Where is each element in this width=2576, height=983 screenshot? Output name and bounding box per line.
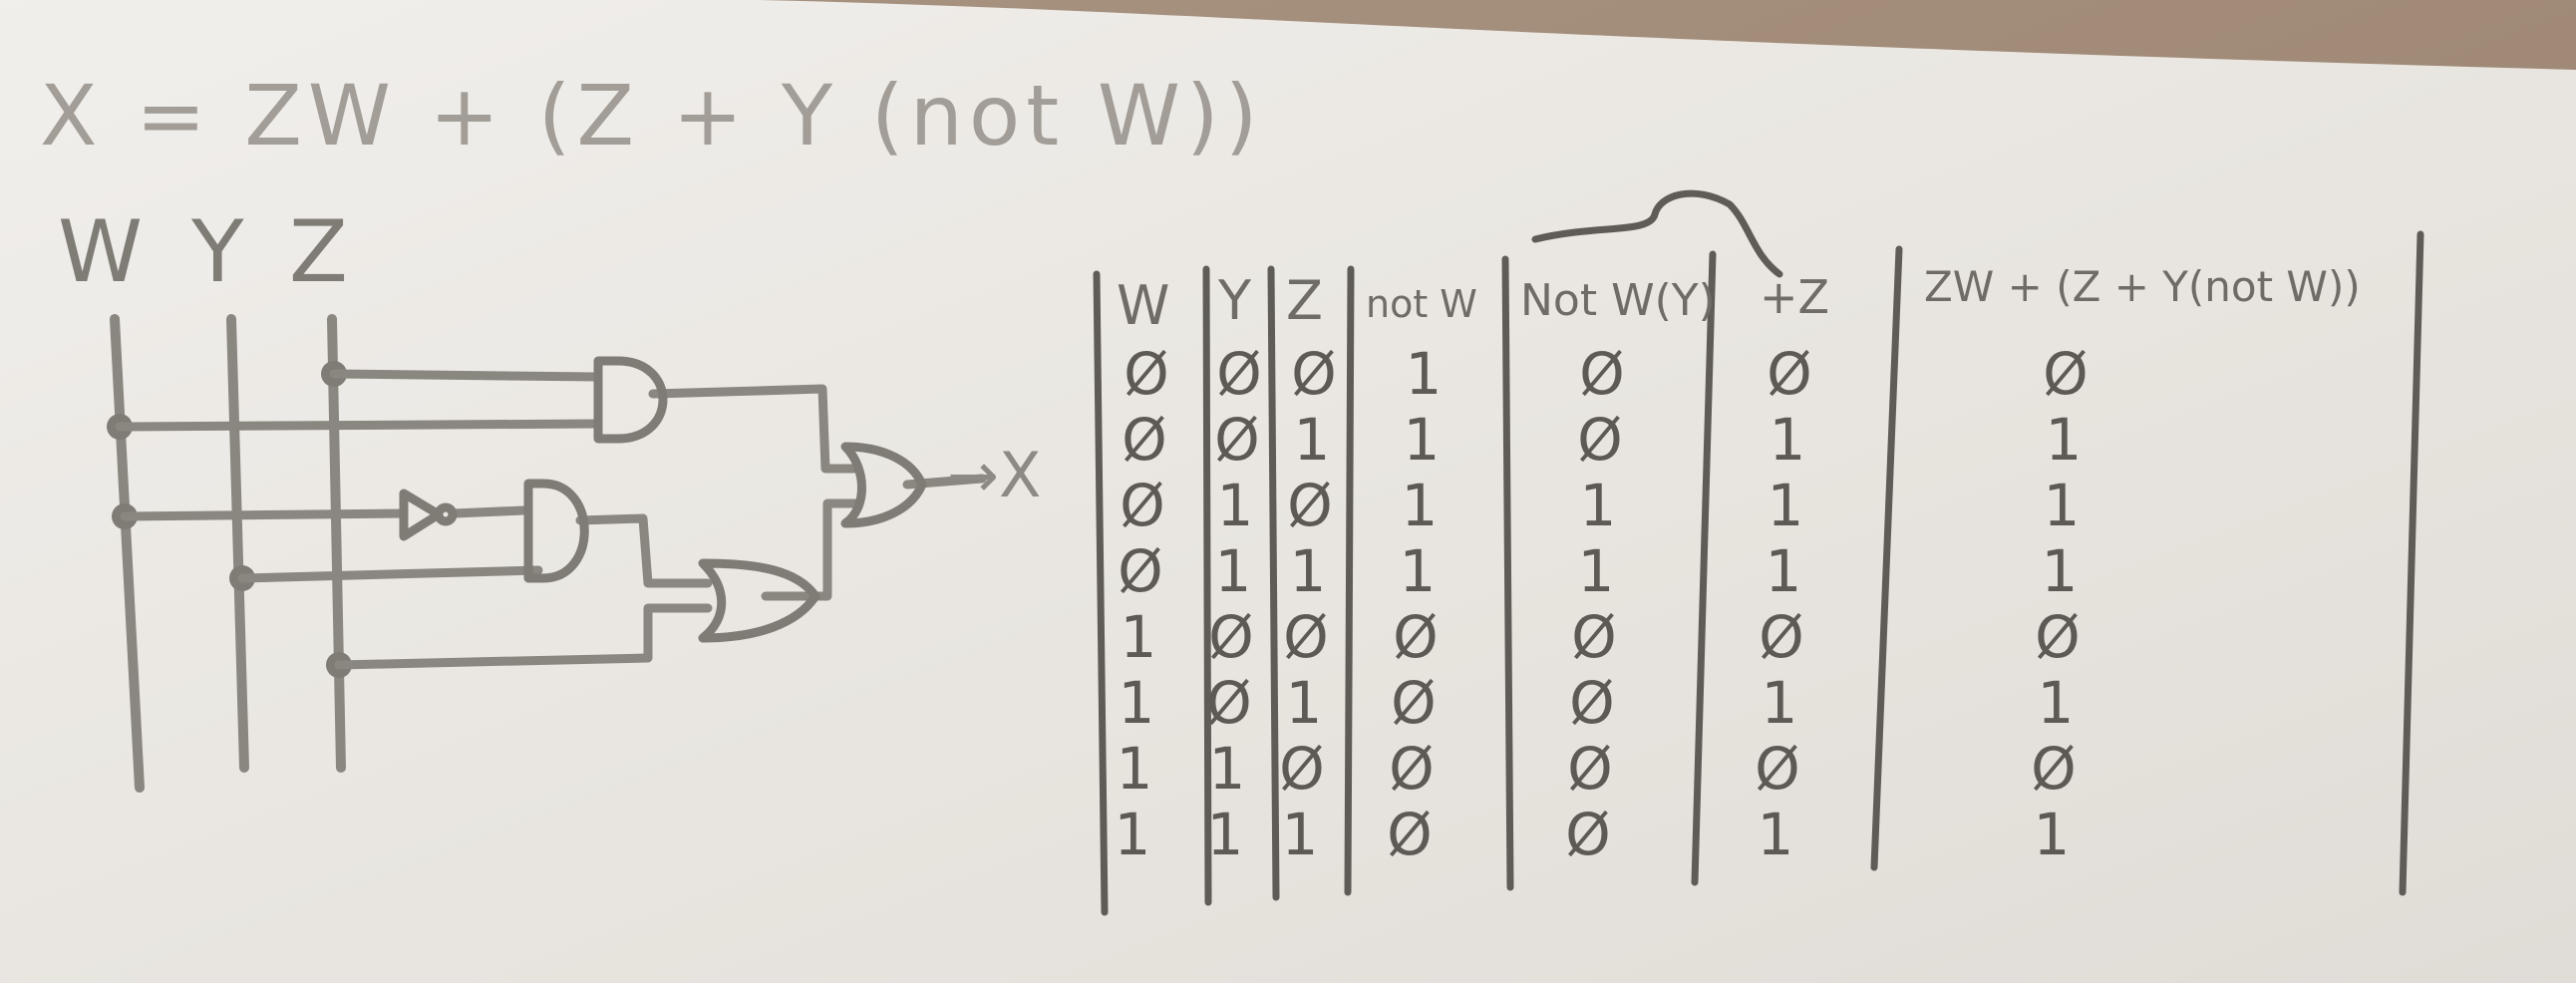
table-cell: 1 (1406, 340, 1443, 408)
table-cell: 1 (1404, 406, 1441, 474)
table-cell: Ø (1567, 735, 1613, 803)
table-cell: Ø (1389, 735, 1435, 803)
table-cell: Ø (1569, 669, 1615, 737)
table-cell: Ø (1387, 801, 1433, 868)
table-cell: 1 (1768, 472, 1804, 539)
table-cell: Ø (1279, 735, 1325, 803)
table-cell: Ø (1565, 801, 1611, 868)
table-cell: 1 (1762, 669, 1798, 737)
equation-text: X = ZW + (Z + Y (not W)) (40, 67, 1263, 164)
table-cell: Ø (1122, 406, 1167, 474)
table-cell: 1 (1215, 537, 1252, 605)
header-y: Y (1217, 269, 1252, 332)
table-cell: Ø (1393, 603, 1439, 671)
table-cell: Ø (1206, 669, 1252, 737)
table-cell: 1 (1217, 472, 1254, 539)
table-cell: 1 (1770, 406, 1806, 474)
table-cell: 1 (1294, 406, 1331, 474)
table-cell: 1 (1580, 472, 1617, 539)
or-gate-output (840, 442, 927, 528)
header-not-w: not W (1366, 282, 1477, 326)
table-cell: 1 (1207, 801, 1244, 868)
table-cell: 1 (1400, 537, 1437, 605)
table-cell: 1 (2044, 472, 2081, 539)
header-result: ZW + (Z + Y(not W)) (1924, 262, 2361, 311)
table-cell: Ø (1283, 603, 1329, 671)
table-cell: 1 (1758, 801, 1794, 868)
table-cell: Ø (1755, 735, 1800, 803)
table-cell: 1 (1119, 669, 1155, 737)
table-cell: 1 (2042, 537, 2079, 605)
table-cell: 1 (1282, 801, 1319, 868)
table-cell: Ø (1571, 603, 1617, 671)
output-x-label: →X (947, 439, 1041, 511)
table-cell: Ø (2035, 603, 2081, 671)
table-cell: 1 (1209, 735, 1246, 803)
not-gate-w (399, 489, 458, 541)
table-cell: Ø (1577, 406, 1623, 474)
table-headers: W Y Z not W Not W(Y) +Z ZW + (Z + Y(not … (1117, 262, 2361, 337)
table-cell: Ø (1759, 603, 1804, 671)
table-cell: 1 (2046, 406, 2083, 474)
table-cell: 1 (2038, 669, 2075, 737)
table-cell: Ø (2031, 735, 2077, 803)
table-rules (1093, 189, 2424, 916)
input-label-z: Z (289, 202, 352, 302)
table-cell: Ø (1120, 472, 1165, 539)
header-plus-z: +Z (1760, 270, 1829, 324)
table-cell: 1 (1121, 603, 1157, 671)
table-cell: Ø (1118, 537, 1163, 605)
table-cell: 1 (1286, 669, 1323, 737)
table-cell: 1 (1290, 537, 1327, 605)
table-cell: Ø (1291, 340, 1337, 408)
table-cell: 1 (1117, 735, 1153, 803)
and-gate-zw (593, 356, 668, 444)
input-label-w: W (58, 202, 147, 302)
table-cell: Ø (1124, 340, 1169, 408)
table-cell: Ø (1767, 340, 1812, 408)
table-cell: Ø (1208, 603, 1254, 671)
table-cell: Ø (1214, 406, 1260, 474)
and-gate-notw-y (523, 479, 589, 583)
header-z: Z (1286, 269, 1323, 332)
table-cell: 1 (1578, 537, 1615, 605)
table-cell: 1 (1402, 472, 1439, 539)
header-not-w-y: Not W(Y) (1520, 275, 1716, 326)
header-w: W (1117, 274, 1169, 337)
table-cell: Ø (2043, 340, 2089, 408)
table-cell: 1 (1115, 801, 1151, 868)
input-rails (110, 314, 346, 793)
table-cell: 1 (1766, 537, 1802, 605)
table-cell: 1 (2034, 801, 2071, 868)
table-cell: Ø (1391, 669, 1437, 737)
circuit-wires (115, 369, 987, 670)
input-label-y: Y (190, 202, 248, 302)
table-cell: Ø (1216, 340, 1262, 408)
or-gate-z-plus (698, 558, 820, 643)
table-cell: Ø (1579, 340, 1625, 408)
table-cell: Ø (1287, 472, 1333, 539)
